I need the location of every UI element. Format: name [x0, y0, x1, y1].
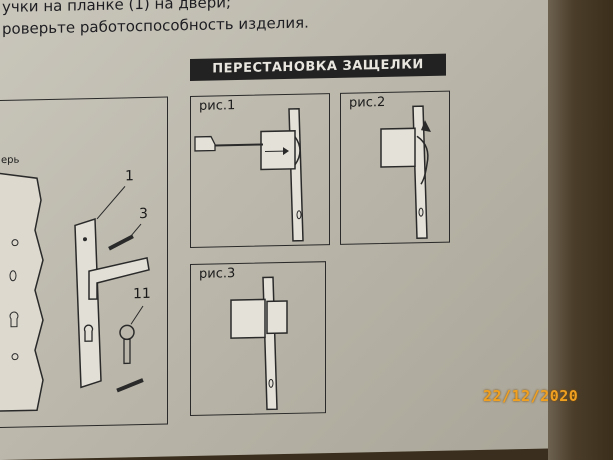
door-hole-3: [11, 353, 19, 361]
instruction-line-2: роверьте работоспособность изделия.: [2, 13, 309, 38]
handle-plate: [74, 217, 102, 389]
latch-body: [260, 130, 296, 171]
handle-lever: [88, 257, 150, 300]
rotation-arrow: [421, 120, 431, 132]
latch-body: [380, 127, 416, 168]
door-handle-diagram: ерь 1 3 11: [0, 96, 168, 429]
figure-3-drawing: [230, 276, 288, 411]
figure-1-drawing: [194, 107, 304, 242]
callout-11: 11: [133, 285, 151, 303]
strike-plate: [412, 105, 428, 240]
latch-bolt-reversed: [266, 300, 288, 335]
section-title: ПЕРЕСТАНОВКА ЗАЩЕЛКИ: [190, 53, 446, 82]
key-bow: [119, 324, 135, 341]
instruction-sheet: учки на планке (1) на двери; роверьте ра…: [0, 0, 560, 460]
instruction-line-1: учки на планке (1) на двери;: [2, 0, 232, 16]
strike-plate: [262, 276, 278, 411]
callout-1: 1: [125, 168, 134, 185]
screwdriver-shaft: [215, 143, 263, 147]
table-background: [548, 0, 613, 460]
callout-3: 3: [139, 205, 148, 223]
door-panel: [0, 172, 44, 412]
strike-hole: [418, 207, 424, 217]
screwdriver-handle: [194, 135, 216, 152]
rotation-path: [416, 135, 429, 185]
latch-body: [230, 298, 266, 339]
leader-3: [128, 223, 142, 239]
figure-1: рис.1: [190, 93, 330, 249]
door-handle-drawing: [0, 172, 150, 412]
key-blade: [123, 338, 131, 365]
plate-screw-top: [83, 237, 87, 242]
leader-1: [96, 186, 126, 220]
plate-keyhole: [83, 324, 94, 342]
figure-3: рис.3: [190, 261, 326, 417]
figure-2: рис.2: [340, 90, 450, 245]
door-hole-2: [9, 270, 17, 282]
strike-hole: [268, 378, 274, 388]
screw-bottom: [116, 378, 144, 393]
door-hole-1: [11, 239, 19, 247]
arrow-head: [283, 147, 289, 156]
leader-11: [130, 305, 144, 325]
latch-bolt: [294, 136, 301, 166]
strike-hole: [296, 210, 302, 220]
photo-timestamp: 22/12/2020: [483, 387, 579, 405]
figure-2-drawing: [380, 105, 431, 240]
strike-plate: [288, 107, 304, 242]
door-keyhole: [9, 311, 19, 328]
